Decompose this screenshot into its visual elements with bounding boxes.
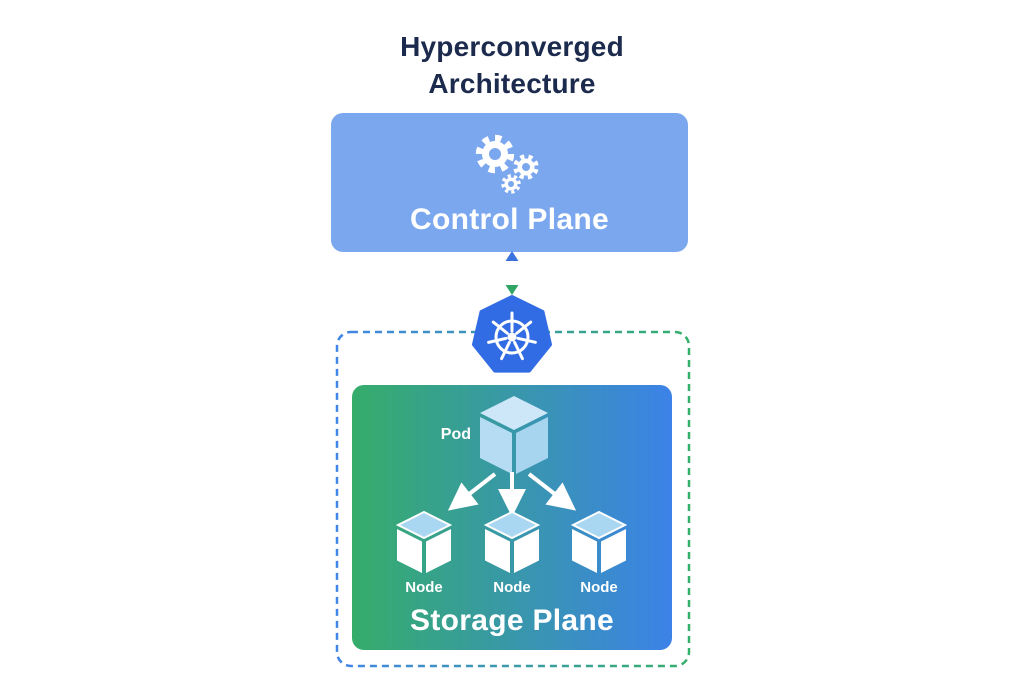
node-cube-icon (570, 511, 628, 573)
node-cube-icon (483, 511, 541, 573)
node-label: Node (493, 579, 531, 596)
double-headed-arrow-icon (505, 251, 519, 295)
gears-icon (475, 134, 539, 194)
node-label: Node (405, 579, 443, 596)
control-plane-box: Control Plane (331, 113, 688, 252)
pod-cube-icon (480, 396, 548, 474)
fan-arrows-icon (447, 472, 577, 512)
kubernetes-helm-icon (472, 295, 552, 373)
node-cube-icon (395, 511, 453, 573)
page-title: Hyperconverged Architecture (400, 31, 624, 99)
storage-plane-box: Pod Node Node Node (352, 385, 672, 650)
storage-plane-label: Storage Plane (410, 604, 614, 637)
node-label: Node (580, 579, 618, 596)
control-plane-label: Control Plane (410, 203, 609, 236)
pod-label: Pod (440, 426, 471, 443)
